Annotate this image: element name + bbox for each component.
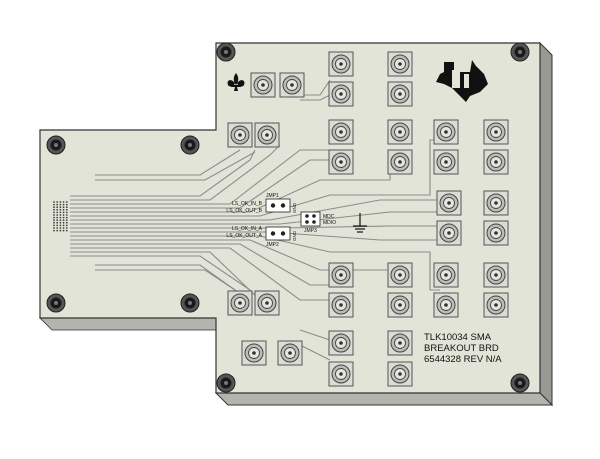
sma-connector [433,292,459,318]
sma-connector [387,119,413,145]
sma-connector [433,149,459,175]
sma-connector [254,122,280,148]
jumper-jmp1: JMP1 LS_OK_IN_B LS_OK_OUT_B GND [226,193,297,214]
trace [95,149,241,176]
trace [70,255,251,291]
trace [70,139,440,217]
sma-connector [227,122,253,148]
sma-connector [328,51,354,77]
mounting-hole [46,293,66,313]
sma-connectors [227,51,509,387]
sma-connector [436,220,462,246]
sma-connector [328,330,354,356]
sma-connector [241,340,267,366]
trace [300,94,331,101]
sma-connector [483,190,509,216]
jmp2-gnd: GND [292,230,297,241]
trace [70,149,330,205]
sma-connector [250,72,276,98]
mounting-hole [180,293,200,313]
silkscreen-line-3: 6544328 REV N/A [424,354,502,365]
sma-connector [436,190,462,216]
trace [70,243,330,286]
texas-instruments-logo [436,60,488,102]
mounting-hole [510,42,530,62]
trace [70,199,440,221]
mounting-hole [180,135,200,155]
jmp1-gnd: GND [292,202,297,213]
sma-connector [483,292,509,318]
mounting-hole [216,42,236,62]
sma-connector [387,292,413,318]
silkscreen-line-1: TLK10034 SMA [424,332,492,343]
sma-connector [483,220,509,246]
trace [300,79,331,96]
mounting-hole [510,373,530,393]
sma-connector [387,81,413,107]
jmp2-sig-top: LS_OK_IN_A [232,226,263,232]
via-field [53,201,68,232]
jmp1-label: JMP1 [266,193,279,199]
trace [70,225,440,229]
jmp1-sig-top: LS_OK_IN_B [232,201,263,207]
mounting-hole [46,135,66,155]
board-outline [39,42,541,394]
trace [70,144,281,201]
sma-connector [483,119,509,145]
jmp3-label: JMP3 [304,228,317,234]
ground-symbol-icon [353,213,367,233]
trace [70,159,330,209]
trace [299,344,331,361]
trace [70,231,440,241]
jumper-jmp3: MDC MDIO JMP3 [300,211,336,234]
trace [70,239,390,271]
sma-connector [279,72,305,98]
sma-connector [328,292,354,318]
trace [299,329,331,341]
jmp1-sig-bottom: LS_OK_OUT_B [226,208,262,214]
sma-connector [433,262,459,288]
jmp3-mdio: MDIO [323,220,336,226]
trace [70,211,440,225]
trace [95,269,251,301]
jumper-jmp2: LS_OK_IN_A LS_OK_OUT_A GND JMP2 [226,226,297,248]
silkscreen-line-2: BREAKOUT BRD [424,343,499,354]
sma-connector [483,262,509,288]
sma-connector [227,290,253,316]
sma-connector [387,361,413,387]
sma-connector [387,262,413,288]
sma-connector [328,119,354,145]
mounting-holes [46,42,530,393]
trace [95,151,256,181]
sma-connector [277,340,303,366]
sma-connector [328,149,354,175]
sma-connector [483,149,509,175]
trace [70,149,256,197]
jmp2-sig-bottom: LS_OK_OUT_A [226,233,262,239]
board-silkscreen-title: TLK10034 SMA BREAKOUT BRD 6544328 REV N/… [424,332,502,365]
trace [70,251,261,301]
trace [70,235,440,291]
jmp3-mdc: MDC [323,214,335,220]
sma-connector [254,290,280,316]
sma-connector [387,149,413,175]
sma-connector [328,81,354,107]
sma-connector [328,262,354,288]
trace [70,247,330,301]
trace-routing [70,79,440,361]
sma-connector [387,330,413,356]
mounting-hole [216,373,236,393]
sma-connector [433,119,459,145]
fleur-de-lis-icon [227,73,245,91]
jmp2-label: JMP2 [266,242,279,248]
sma-connector [387,51,413,77]
sma-connector [328,361,354,387]
